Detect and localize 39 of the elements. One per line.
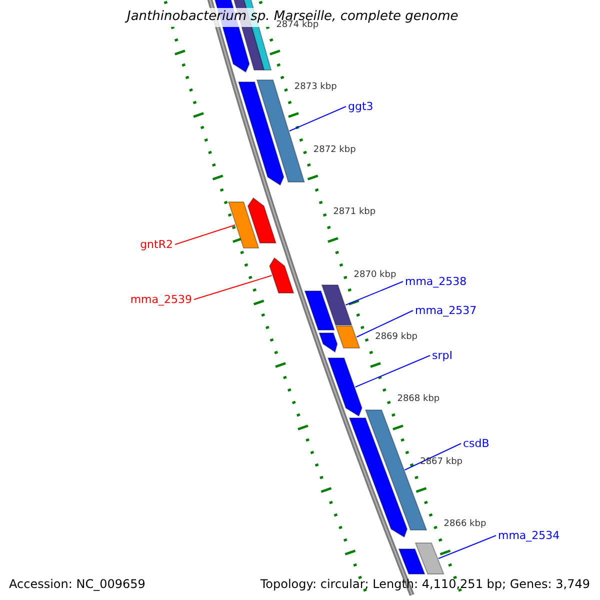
scale-label: 2869 kbp — [375, 333, 418, 342]
gene-segment — [335, 326, 360, 348]
gene-segment — [247, 197, 277, 244]
gene-segment — [228, 202, 260, 248]
leader-line — [194, 275, 272, 300]
gene-segment — [414, 542, 444, 574]
gene-segment — [348, 418, 408, 538]
leader-line — [438, 535, 496, 559]
scale-label: 2872 kbp — [313, 146, 356, 155]
leader-line — [174, 224, 236, 245]
scale-label: 2870 kbp — [354, 270, 396, 280]
gene-label: srpI — [432, 350, 452, 361]
gene-label: ggt3 — [348, 101, 374, 112]
scale-label: 2868 kbp — [397, 395, 440, 404]
gene-label: csdB — [463, 438, 490, 449]
scale-label: 2873 kbp — [294, 83, 337, 92]
gene-label: mma_2539 — [130, 294, 192, 305]
gene-label: mma_2538 — [405, 276, 467, 287]
gene-segment — [321, 284, 352, 326]
leader-line — [345, 281, 404, 306]
gene-segment — [269, 257, 294, 294]
gene-label: mma_2534 — [498, 530, 560, 541]
gene-label: gntR2 — [140, 239, 173, 250]
leader-line — [288, 106, 346, 132]
gene-label: mma_2537 — [415, 305, 477, 316]
scale-label: 2866 kbp — [444, 520, 486, 530]
scale-label: 2874 kbp — [276, 21, 319, 30]
leader-line — [354, 355, 430, 388]
gene-segment — [238, 82, 284, 186]
leader-line — [404, 443, 462, 470]
gene-segment — [327, 358, 362, 417]
gene-segment — [318, 332, 338, 353]
gene-segment — [304, 290, 335, 330]
leader-line — [356, 310, 414, 338]
footer-text: Topology: circular; Length: 4,110,251 bp; Genes: 3,749 — [260, 576, 590, 592]
footer-text: Accession: NC_009659 — [9, 576, 146, 592]
scale-label: 2871 kbp — [333, 208, 376, 218]
gene-segment — [398, 548, 426, 574]
scale-label: 2867 kbp — [420, 458, 463, 467]
